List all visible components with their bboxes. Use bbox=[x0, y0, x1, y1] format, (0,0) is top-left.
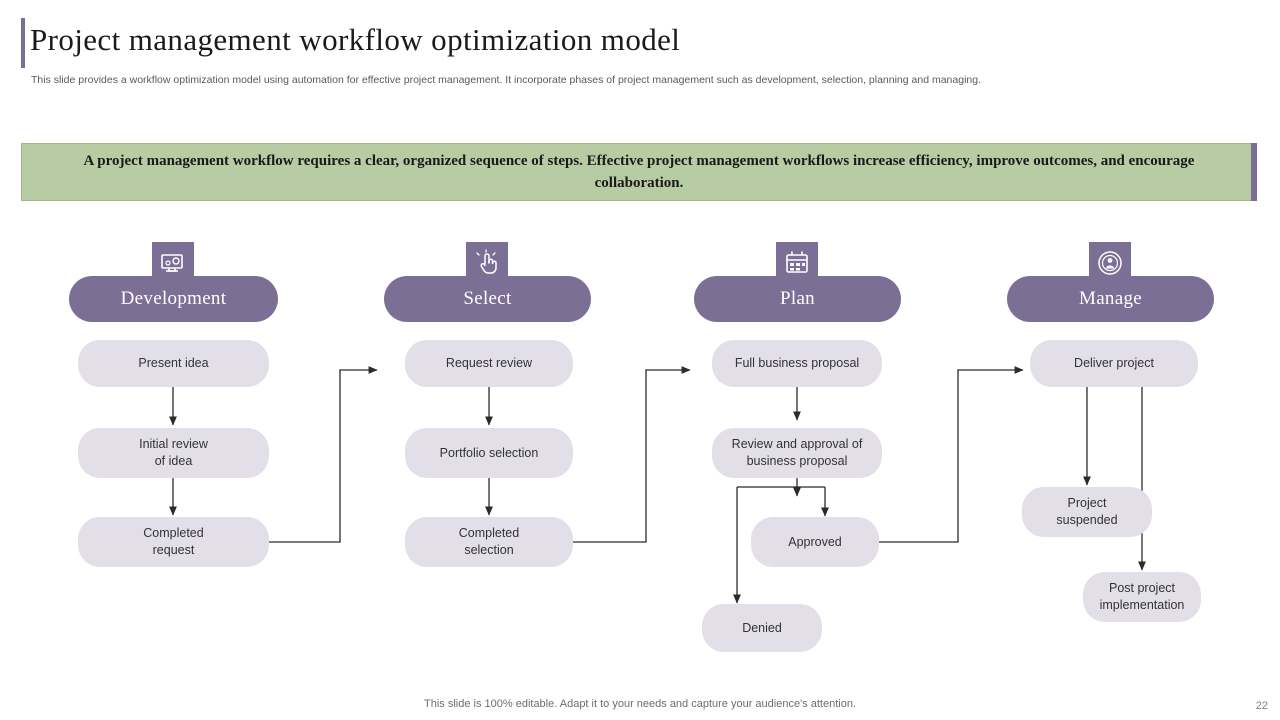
step-present-idea[interactable]: Present idea bbox=[78, 340, 269, 387]
step-label-portfolio-selection: Portfolio selection bbox=[439, 445, 539, 460]
step-label-full-business-proposal: Full business proposal bbox=[734, 356, 860, 370]
phase-label-plan: Plan bbox=[780, 288, 815, 309]
step-label-request-review: Request review bbox=[445, 356, 533, 370]
phase-header-manage[interactable]: Manage bbox=[1007, 276, 1214, 322]
step-portfolio-selection[interactable]: Portfolio selection bbox=[405, 428, 573, 478]
step-full-business-proposal[interactable]: Full business proposal bbox=[712, 340, 882, 387]
highlight-banner: A project management workflow requires a… bbox=[21, 143, 1257, 201]
step-label-denied: Denied bbox=[742, 620, 782, 635]
step-post-project-implementation[interactable]: Post project implementation bbox=[1083, 572, 1201, 622]
phase-header-select[interactable]: Select bbox=[384, 276, 591, 322]
phase-label-select: Select bbox=[463, 288, 512, 309]
step-label-deliver-project: Deliver project bbox=[1074, 356, 1154, 370]
page-subtitle: This slide provides a workflow optimizat… bbox=[31, 74, 982, 86]
target-person-icon bbox=[1098, 251, 1122, 275]
step-initial-review[interactable]: Initial review of idea bbox=[78, 428, 269, 478]
step-approved[interactable]: Approved bbox=[751, 517, 879, 567]
highlight-banner-text: A project management workflow requires a… bbox=[83, 153, 1195, 191]
step-completed-request[interactable]: Completed request bbox=[78, 517, 269, 567]
step-label-completed-selection: Completed selection bbox=[458, 526, 520, 557]
title-accent-bar bbox=[21, 18, 25, 68]
phase-label-development: Development bbox=[120, 288, 227, 309]
banner-accent-bar bbox=[1251, 143, 1257, 201]
phase-header-development[interactable]: Development bbox=[69, 276, 278, 322]
step-completed-selection[interactable]: Completed selection bbox=[405, 517, 573, 567]
step-label-project-suspended: Project suspended bbox=[1056, 496, 1118, 527]
phase-label-manage: Manage bbox=[1079, 288, 1142, 309]
step-label-approved: Approved bbox=[788, 534, 842, 549]
calendar-icon bbox=[786, 251, 808, 273]
step-request-review[interactable]: Request review bbox=[405, 340, 573, 387]
page-number: 22 bbox=[1255, 700, 1268, 712]
phase-header-plan[interactable]: Plan bbox=[694, 276, 901, 322]
step-review-approval[interactable]: Review and approval of business proposal bbox=[712, 428, 882, 478]
step-label-completed-request: Completed request bbox=[143, 526, 204, 557]
page-title: Project management workflow optimization… bbox=[30, 22, 681, 57]
step-denied[interactable]: Denied bbox=[702, 604, 822, 652]
hand-click-icon bbox=[476, 249, 497, 274]
step-label-review-approval: Review and approval of business proposal bbox=[731, 437, 863, 468]
step-label-present-idea: Present idea bbox=[138, 356, 209, 370]
footer-note: This slide is 100% editable. Adapt it to… bbox=[424, 698, 856, 710]
step-project-suspended[interactable]: Project suspended bbox=[1022, 487, 1152, 537]
monitor-gear-icon bbox=[161, 254, 183, 272]
step-label-initial-review: Initial review of idea bbox=[139, 437, 208, 468]
step-label-post-project-implementation: Post project implementation bbox=[1099, 581, 1185, 612]
step-deliver-project[interactable]: Deliver project bbox=[1030, 340, 1198, 387]
